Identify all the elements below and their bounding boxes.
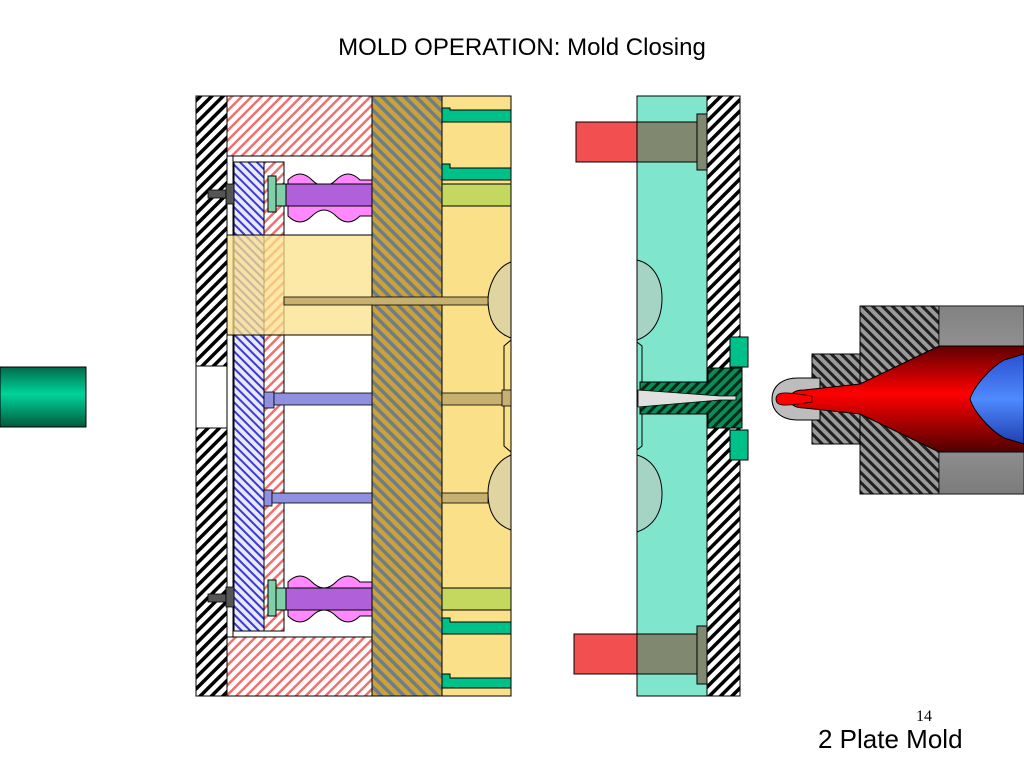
spacer-block-top bbox=[226, 95, 373, 157]
return-pin-top bbox=[267, 173, 373, 223]
ejector-plate bbox=[233, 161, 265, 632]
melt-channel bbox=[775, 345, 1024, 453]
stop-bolts bbox=[207, 183, 235, 608]
slide-title: MOLD OPERATION: Mold Closing bbox=[338, 34, 706, 61]
page-number: 14 bbox=[916, 708, 932, 725]
spacer-block-bottom bbox=[226, 636, 373, 697]
locating-ring-top bbox=[729, 336, 749, 368]
clamp-ram bbox=[0, 366, 87, 428]
moving-clamp-plate bbox=[195, 95, 228, 697]
locating-ring-bottom bbox=[729, 429, 749, 461]
return-pin-bottom bbox=[267, 575, 373, 623]
sprue-bushing bbox=[637, 367, 743, 429]
return-pin-bushing-top bbox=[441, 183, 512, 207]
ejector-pins bbox=[263, 296, 512, 507]
slide-subtitle: 2 Plate Mold bbox=[818, 724, 963, 754]
leader-bushings bbox=[441, 107, 512, 689]
core-plate bbox=[371, 95, 443, 697]
ejector-guide-band bbox=[226, 234, 373, 336]
guide-pin-top bbox=[575, 113, 708, 171]
screw-tip bbox=[969, 353, 1024, 445]
guide-pin-bottom bbox=[573, 625, 708, 685]
return-pin-bushing-bottom bbox=[441, 587, 512, 611]
